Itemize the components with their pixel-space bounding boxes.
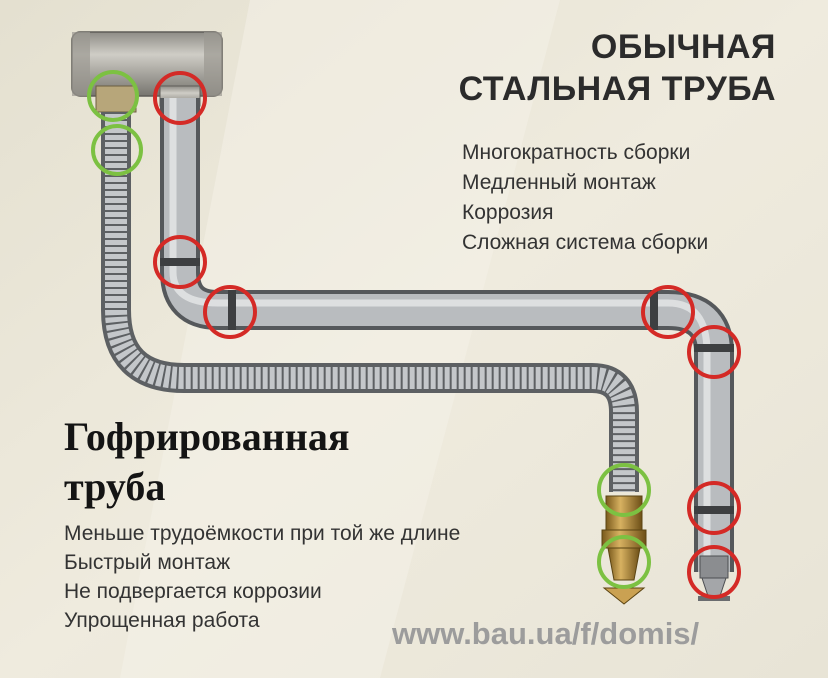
- corrugated-title-line: труба: [64, 464, 166, 509]
- corrugated-feature-item: Быстрый монтаж: [64, 551, 231, 574]
- steel-feature-item: Многократность сборки: [462, 141, 691, 164]
- corrugated-joint-markers: [87, 70, 651, 589]
- corrugated-joint-ring: [597, 535, 651, 589]
- steel-joint-ring: [687, 545, 741, 599]
- steel-joint-markers: [153, 71, 741, 599]
- steel-feature-list: Многократность сборки Медленный монтаж К…: [462, 138, 708, 258]
- corrugated-title-line: Гофрированная: [64, 414, 350, 459]
- corrugated-feature-item: Упрощенная работа: [64, 609, 260, 632]
- steel-joint-ring: [153, 71, 207, 125]
- corrugated-feature-item: Не подвергается коррозии: [64, 580, 322, 603]
- corrugated-joint-ring: [91, 124, 143, 176]
- corrugated-pipe-title: Гофрированная труба: [64, 412, 350, 512]
- steel-joint-ring: [687, 481, 741, 535]
- steel-title-line: ОБЫЧНАЯ: [590, 28, 776, 66]
- watermark-url: www.bau.ua/f/domis/: [392, 616, 700, 651]
- steel-title-line: СТАЛЬНАЯ ТРУБА: [458, 70, 776, 108]
- corrugated-pipe: [101, 112, 639, 492]
- corrugated-feature-list: Меньше трудоёмкости при той же длине Быс…: [64, 519, 460, 635]
- steel-feature-item: Коррозия: [462, 201, 554, 224]
- steel-pipe-title: ОБЫЧНАЯ СТАЛЬНАЯ ТРУБА: [459, 26, 776, 110]
- steel-joint-ring: [153, 235, 207, 289]
- tee-fitting-icon: [71, 31, 223, 113]
- corrugated-joint-ring: [597, 463, 651, 517]
- steel-feature-item: Сложная система сборки: [462, 231, 709, 254]
- steel-feature-item: Медленный монтаж: [462, 171, 656, 194]
- steel-joint-ring: [203, 285, 257, 339]
- steel-joint-ring: [687, 325, 741, 379]
- corrugated-feature-item: Меньше трудоёмкости при той же длине: [64, 522, 461, 545]
- corrugated-joint-ring: [87, 70, 139, 122]
- steel-joint-ring: [641, 285, 695, 339]
